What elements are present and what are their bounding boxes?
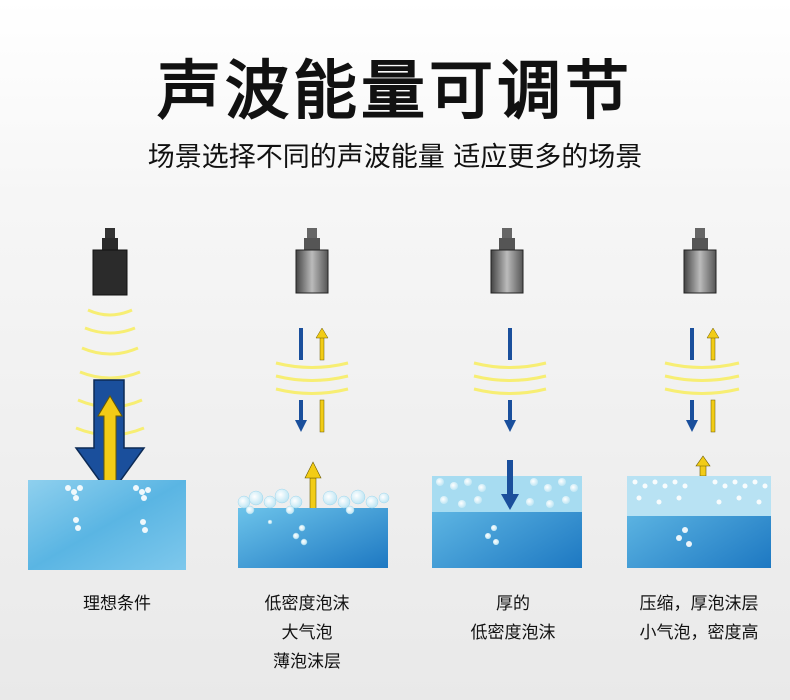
sensor-gray-icon xyxy=(683,228,717,294)
caption-ideal: 理想条件 xyxy=(83,594,151,614)
caption-compressed-thick-high-density: 压缩，厚泡沫层 小气泡，密度高 xyxy=(639,594,759,643)
caption-thick-low-density: 厚的 低密度泡沫 xyxy=(470,594,556,643)
sound-wave-icon xyxy=(473,361,547,395)
yellow-up-arrow-icon xyxy=(304,461,322,511)
blue-down-arrow-icon xyxy=(686,400,698,432)
yellow-up-arrow-icon xyxy=(706,327,720,361)
bubbles-icon xyxy=(65,485,151,533)
sensor-dark-icon xyxy=(92,228,128,296)
water-surface xyxy=(28,480,186,570)
sensor-gray-icon xyxy=(295,228,329,294)
blue-line-icon xyxy=(299,328,303,360)
page-subtitle: 场景选择不同的声波能量 适应更多的场景 xyxy=(147,142,643,173)
water-surface xyxy=(238,508,388,568)
blue-line-icon xyxy=(690,328,694,360)
panel-compressed-thick-high-density xyxy=(605,220,790,580)
blue-down-arrow-icon xyxy=(295,400,307,432)
sound-wave-icon xyxy=(664,361,740,395)
page-title: 声波能量可调节 xyxy=(157,55,633,129)
yellow-line-icon xyxy=(319,399,325,433)
yellow-line-icon xyxy=(710,399,716,433)
yellow-up-arrow-icon xyxy=(315,327,329,361)
foam-bubbles-icon xyxy=(237,488,390,546)
yellow-up-arrow-icon xyxy=(695,455,711,477)
caption-low-density-large-bubbles: 低密度泡沫 大气泡 薄泡沫层 xyxy=(264,594,350,672)
panel-ideal xyxy=(18,220,208,580)
panel-low-density-large-bubbles xyxy=(220,220,410,580)
blue-line-icon xyxy=(508,328,512,360)
sound-wave-icon xyxy=(75,308,145,437)
blue-down-arrow-icon xyxy=(501,460,519,510)
blue-down-arrow-icon xyxy=(504,400,516,432)
sound-wave-icon xyxy=(275,361,349,395)
foam-layer xyxy=(627,476,771,547)
panel-thick-low-density xyxy=(414,220,604,580)
sensor-gray-icon xyxy=(490,228,524,294)
